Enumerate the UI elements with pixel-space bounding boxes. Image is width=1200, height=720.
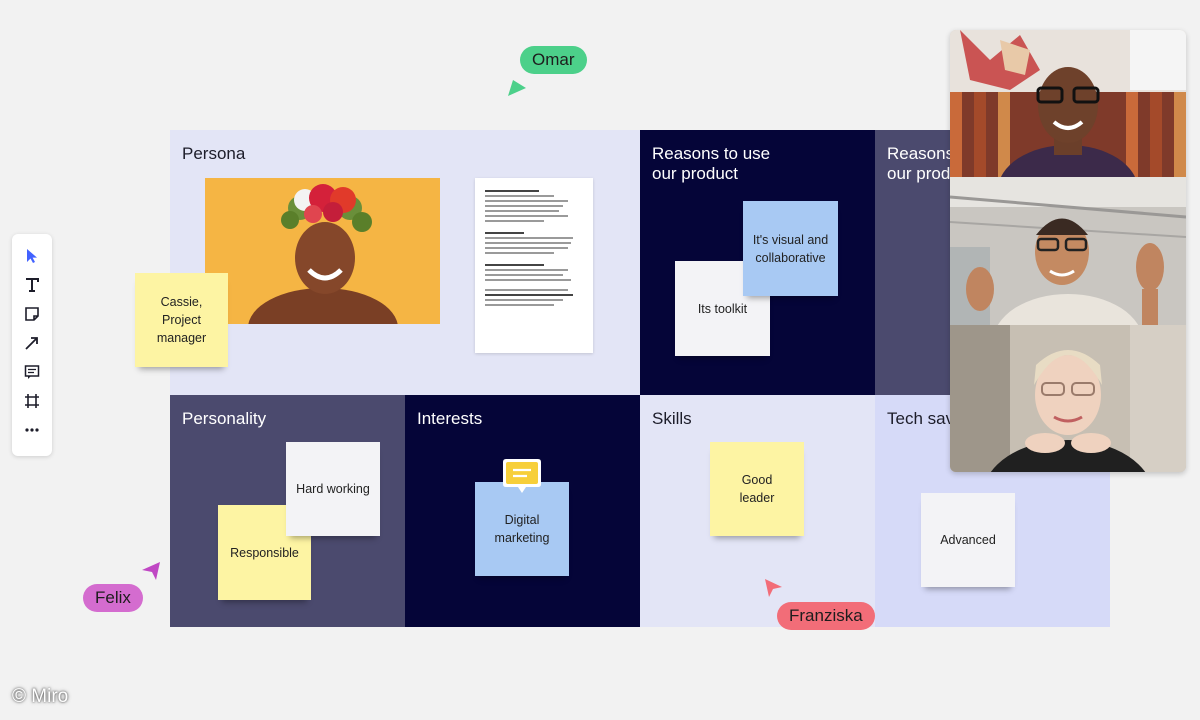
text-icon[interactable] xyxy=(21,275,43,295)
cursor-label-omar: Omar xyxy=(520,46,587,74)
select-icon[interactable] xyxy=(21,246,43,266)
cell-title: Skills xyxy=(652,409,692,428)
video-tile-participant-3[interactable] xyxy=(950,325,1186,472)
video-tile-participant-2[interactable] xyxy=(950,177,1186,325)
sticky-note-digital-marketing[interactable]: Digital marketing xyxy=(475,482,569,576)
cell-title: Interests xyxy=(417,409,483,428)
comment-icon[interactable] xyxy=(502,457,542,495)
sticky-note-visual[interactable]: It's visual and collaborative xyxy=(743,201,838,296)
watermark: © Miro xyxy=(12,686,69,707)
left-toolbar xyxy=(12,234,52,456)
sticky-note-hard-working[interactable]: Hard working xyxy=(286,442,380,536)
comment-icon[interactable] xyxy=(21,362,43,382)
cell-personality: Personality Responsible Hard working xyxy=(170,395,405,627)
sticky-note-advanced[interactable]: Advanced xyxy=(921,493,1015,587)
cell-reasons-1: Reasons to use our product Its toolkit I… xyxy=(640,130,875,395)
persona-board: Persona xyxy=(135,130,1110,627)
cell-skills: Skills Good leader xyxy=(640,395,875,627)
cursor-arrow-icon xyxy=(142,562,160,580)
sticky-note-icon[interactable] xyxy=(21,304,43,324)
more-icon[interactable] xyxy=(21,420,43,440)
cell-title: Reasons our prod xyxy=(887,144,955,183)
frame-icon[interactable] xyxy=(21,391,43,411)
cursor-label-felix: Felix xyxy=(83,584,143,612)
cursor-label-franziska: Franziska xyxy=(777,602,875,630)
cell-title: Persona xyxy=(182,144,246,163)
cell-title: Personality xyxy=(182,409,267,428)
sticky-note-good-leader[interactable]: Good leader xyxy=(710,442,804,536)
cell-interests: Interests Digital marketing xyxy=(405,395,640,627)
video-tile-participant-1[interactable] xyxy=(950,30,1186,177)
persona-photo[interactable] xyxy=(205,178,440,324)
sticky-note-cassie[interactable]: Cassie, Project manager xyxy=(135,273,228,367)
cell-title: Tech sav xyxy=(887,409,955,428)
cell-title: Reasons to use our product xyxy=(652,144,771,183)
cell-persona: Persona xyxy=(135,130,640,395)
cursor-arrow-icon xyxy=(765,579,782,597)
arrow-line-icon[interactable] xyxy=(21,333,43,353)
document-thumbnail[interactable] xyxy=(475,178,593,353)
video-call-panel xyxy=(950,30,1186,472)
cursor-arrow-icon xyxy=(508,80,526,96)
